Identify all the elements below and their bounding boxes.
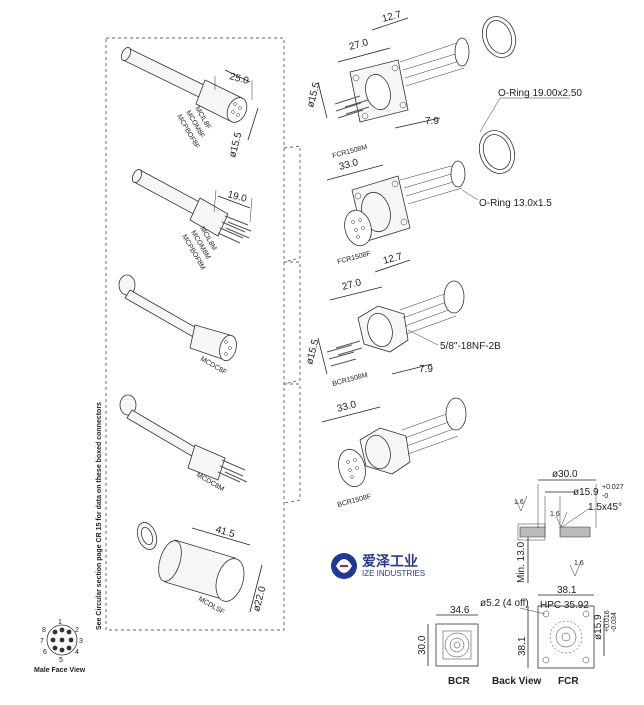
part-label: FCR1508F	[337, 250, 372, 266]
chamfer-note: 1.5x45°	[588, 502, 622, 513]
dim-length: 27.0	[341, 277, 363, 293]
dim-length: 27.0	[348, 37, 370, 53]
cable-mcdc8m: MCDC8M	[119, 394, 248, 493]
min-thickness: Min. 13.0	[516, 541, 527, 583]
pin-number: 8	[42, 627, 46, 634]
pin-number: 4	[75, 649, 79, 656]
cable-mcdc8f: MCDC8F	[118, 274, 237, 376]
dim-length: 7.9	[425, 116, 439, 127]
pin-number: 2	[75, 627, 79, 634]
receptacle-fcr1508f: 33.0 FCR1508F O-Ring 13.0x1.5	[326, 157, 552, 266]
side-note: See Circular section page CR 15 for data…	[96, 402, 103, 630]
tolerance-lower: -0	[602, 493, 608, 500]
surface-finish: 1.6	[514, 499, 524, 506]
dim-length: 12.7	[381, 9, 403, 25]
dim-height: 38.1	[517, 636, 528, 656]
dim-length: 33.0	[336, 399, 358, 415]
logo-name-en: IZE INDUSTRIES	[362, 569, 425, 578]
dim-length: 12.7	[382, 251, 404, 267]
ize-logo: 爱泽工业 IZE INDUSTRIES	[331, 553, 425, 579]
part-label: BCR1508F	[337, 493, 372, 509]
dim-diameter: ø15.9	[593, 614, 604, 640]
dim-length: 19.0	[226, 189, 248, 205]
back-view-label: Back View	[492, 676, 542, 687]
oring-note: O-Ring 13.0x1.5	[479, 198, 552, 209]
receptacle-fcr1508m: 27.0 12.7 ø15.5 7.9 FCR1508M O-Ring 19.0…	[305, 9, 582, 174]
pin-number: 6	[43, 649, 47, 656]
dim-diameter: ø15.5	[227, 131, 244, 159]
dim-width: 38.1	[557, 585, 577, 596]
receptacle-bcr1508f: 33.0 BCR1508F	[321, 397, 467, 509]
pin-number: 7	[40, 638, 44, 645]
dim-width: 34.6	[450, 605, 470, 616]
tolerance-lower: -0.034	[611, 612, 618, 632]
holes-note: ø5.2 (4 off)	[480, 598, 529, 609]
dim-diameter: ø15.5	[305, 81, 322, 109]
surface-finish: 1.6	[550, 511, 560, 518]
box-separators	[283, 145, 301, 504]
male-face-view: 8 1 2 7 3 6 4 5 Male Face View	[34, 619, 86, 674]
oring-note: O-Ring 19.00x2.50	[498, 88, 582, 99]
tolerance-upper: +0.016	[604, 610, 611, 632]
fcr-panel-view: 38.1 38.1 ø15.9 +0.016 -0.034 ø5.2 (4 of…	[480, 585, 618, 687]
pin-number: 5	[59, 657, 63, 664]
pcd-note: HPC 35.92	[540, 600, 589, 611]
dim-diameter: ø22.0	[251, 585, 268, 613]
dim-length: 25.0	[228, 71, 250, 87]
part-label: FCR1508M	[332, 144, 369, 160]
face-view-label: Male Face View	[34, 667, 86, 674]
thread-note: 5/8"-18NF-2B	[440, 341, 501, 352]
panel-cutout-section: ø30.0 ø15.9 +0.027 -0 1.5x45° 1.6 1.6 1.…	[514, 469, 624, 583]
dim-height: 30.0	[417, 635, 428, 655]
dim-diameter: ø15.9	[573, 487, 599, 498]
tolerance-upper: +0.027	[602, 484, 624, 491]
cable-mcil8f: 25.0 ø15.5 MCIL8F MCOM8F MCPBOF8F	[120, 47, 259, 159]
dim-length: 7.9	[419, 364, 433, 375]
part-label: BCR1508M	[332, 372, 369, 388]
plug-mcdlsf: 41.5 ø22.0 MCDLSF	[136, 522, 269, 616]
view-label: FCR	[558, 676, 579, 687]
view-label: BCR	[448, 676, 470, 687]
dim-diameter: ø30.0	[552, 469, 578, 480]
boxed-connectors-frame	[105, 37, 285, 631]
cable-mcil8m: 19.0 MCIL8M MCOM8M MCPBOF8M	[131, 169, 253, 272]
receptacle-bcr1508m: 27.0 12.7 ø15.5 7.9 5/8"-18NF-2B BCR1508…	[304, 251, 501, 388]
logo-name-cn: 爱泽工业	[362, 553, 418, 569]
pin-number: 1	[58, 619, 62, 626]
surface-finish: 1.6	[574, 560, 584, 567]
dim-diameter: ø15.5	[304, 338, 321, 366]
pin-number: 3	[79, 638, 83, 645]
bcr-panel-view: 34.6 30.0 BCR	[417, 605, 479, 687]
dim-length: 41.5	[214, 524, 236, 540]
dim-length: 33.0	[338, 157, 360, 173]
